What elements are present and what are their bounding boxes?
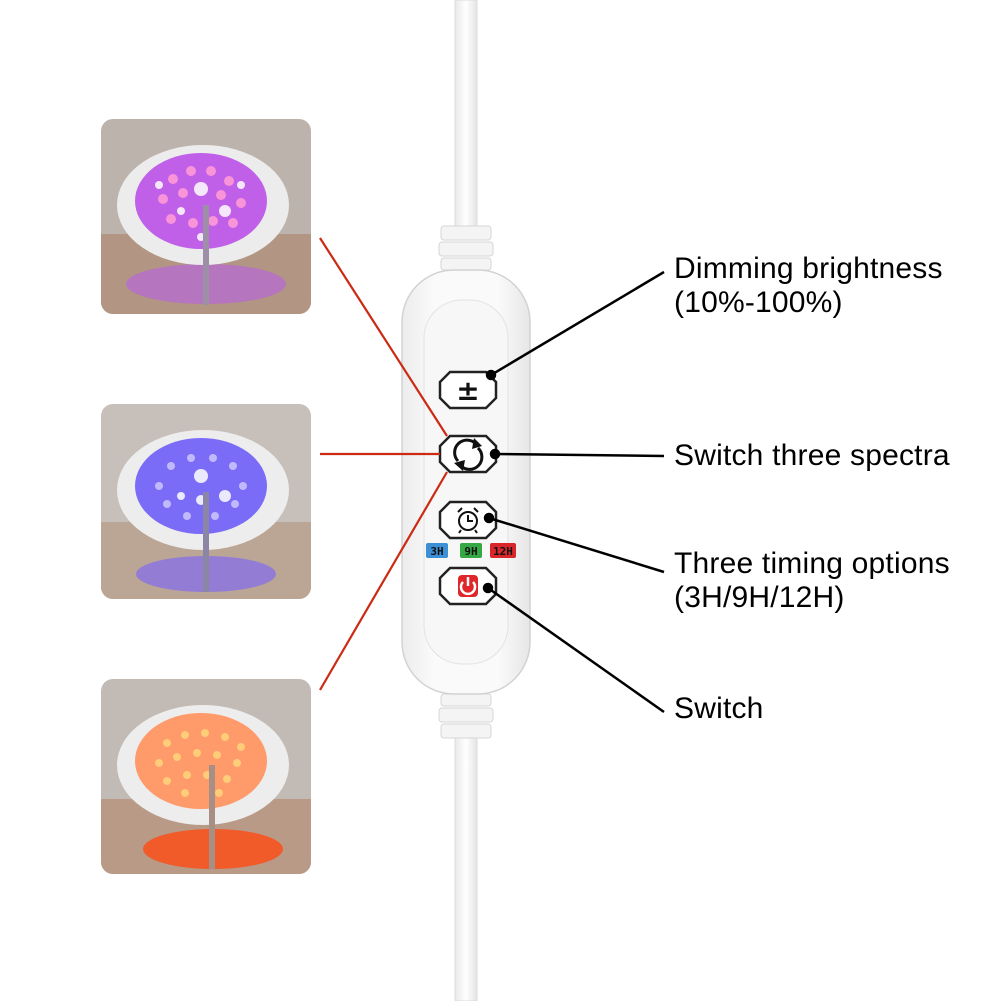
timer-option-label: 9H — [464, 545, 477, 558]
cable — [438, 0, 494, 1001]
dimming-label: Dimming brightness (10%-100%) — [674, 252, 943, 320]
power-label: Switch — [674, 692, 764, 726]
timer-option-12h: 12H — [490, 543, 516, 558]
spectra-label-line1: Switch three spectra — [674, 439, 950, 472]
plus-minus-icon: ± — [456, 374, 479, 407]
callout-line-dimming — [490, 270, 665, 377]
timer-option-9h: 9H — [460, 543, 482, 558]
timing-label-line2: (3H/9H/12H) — [674, 581, 845, 614]
brightness-button[interactable]: ± — [438, 370, 498, 410]
cycle-arrows-icon — [453, 438, 484, 471]
callout-dot-spectra — [489, 448, 501, 460]
timer-option-3h: 3H — [426, 543, 448, 558]
lamp-photo-full-spectrum — [101, 119, 311, 314]
callout-lines — [482, 270, 665, 714]
timer-option-label: 12H — [493, 545, 513, 558]
pointer-lines — [319, 237, 448, 691]
timer-option-label: 3H — [430, 545, 443, 558]
dimming-label-line1: Dimming brightness — [674, 252, 943, 285]
power-icon — [458, 575, 478, 597]
callout-dot-timing — [483, 512, 495, 524]
lamp-photo-red — [101, 679, 311, 874]
callout-dot-dimming — [485, 369, 497, 381]
lamp-photo-blue — [101, 404, 311, 599]
pointer-line-bottom — [319, 471, 448, 691]
alarm-clock-icon — [457, 507, 479, 534]
timing-label: Three timing options (3H/9H/12H) — [674, 547, 950, 615]
spectrum-button[interactable] — [438, 434, 498, 474]
power-label-line1: Switch — [674, 692, 764, 725]
callout-dot-power — [482, 582, 494, 594]
timer-button[interactable] — [438, 500, 498, 540]
timing-label-line1: Three timing options — [674, 547, 950, 580]
callout-line-timing — [488, 516, 665, 574]
controller-body — [401, 269, 531, 695]
timer-options: 3H 9H 12H — [426, 543, 516, 558]
spectra-label: Switch three spectra — [674, 439, 950, 473]
pointer-line-top — [319, 237, 448, 437]
dimming-label-line2: (10%-100%) — [674, 286, 843, 319]
callout-line-spectra — [494, 452, 665, 458]
power-button[interactable] — [438, 566, 498, 606]
callout-line-power — [487, 586, 665, 714]
